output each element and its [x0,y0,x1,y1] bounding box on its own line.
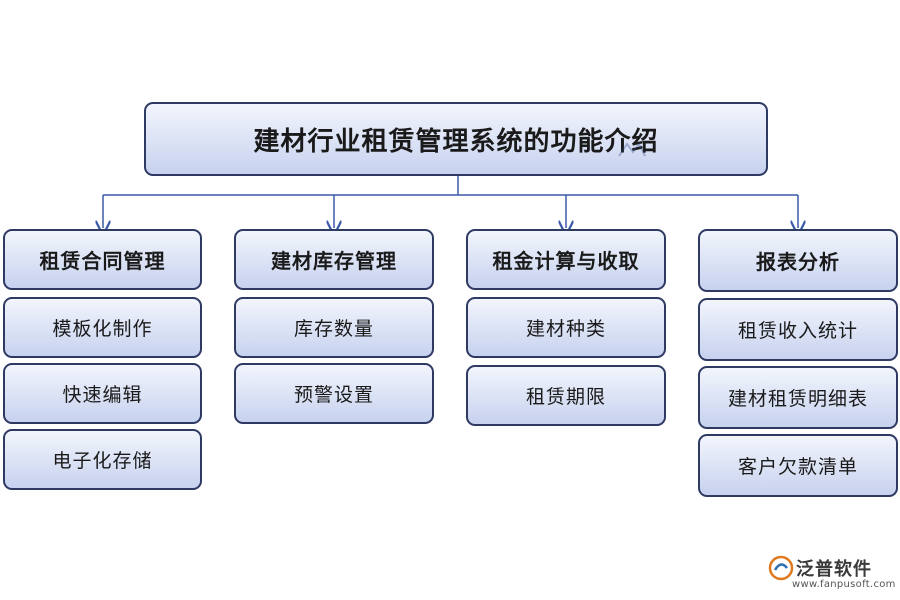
feature-label: 客户欠款清单 [737,456,858,478]
category-label: 租赁合同管理 [39,249,166,273]
category-label: 报表分析 [756,250,840,274]
feature-box: 库存数量 [234,297,434,358]
feature-box: 客户欠款清单 [698,434,898,497]
feature-box: 快速编辑 [3,363,202,424]
feature-box: 预警设置 [234,363,434,424]
brand-name: 泛普软件 [796,559,872,580]
feature-label: 建材种类 [525,318,606,340]
feature-box: 建材种类 [466,297,666,358]
feature-box: 租赁期限 [466,365,666,426]
brand-logo: 泛普软件 www.fanpusoft.com [768,555,898,595]
category-inventory: 建材库存管理 [234,229,434,290]
watermark-icon [618,142,646,157]
diagram-title: 建材行业租赁管理系统的功能介绍 [144,102,768,176]
category-label: 建材库存管理 [271,249,397,273]
feature-label: 租赁期限 [525,386,606,408]
feature-box: 建材租赁明细表 [698,366,898,429]
feature-label: 租赁收入统计 [737,320,858,342]
brand-logo-icon [768,555,794,581]
feature-label: 预警设置 [293,384,374,406]
category-rental-contract: 租赁合同管理 [3,229,202,290]
feature-box: 电子化存储 [3,429,202,490]
feature-label: 库存数量 [293,318,374,340]
category-report-analysis: 报表分析 [698,229,898,292]
feature-box: 租赁收入统计 [698,298,898,361]
feature-label: 快速编辑 [62,384,143,406]
category-rent-calculation: 租金计算与收取 [466,229,666,290]
watermark [615,138,685,164]
feature-label: 电子化存储 [52,450,153,472]
feature-box: 模板化制作 [3,297,202,358]
feature-label: 建材租赁明细表 [727,388,868,410]
category-label: 租金计算与收取 [492,249,640,273]
diagram-title-text: 建材行业租赁管理系统的功能介绍 [253,126,659,157]
brand-url: www.fanpusoft.com [792,579,896,590]
feature-label: 模板化制作 [52,318,153,340]
